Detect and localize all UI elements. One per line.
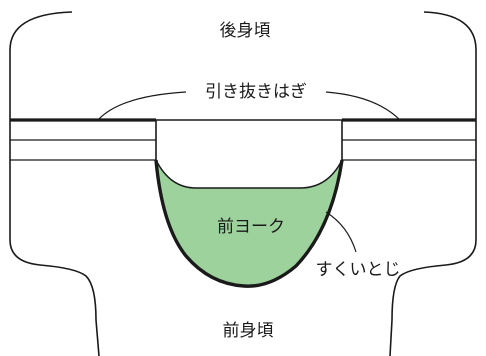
yoke-seam-outline bbox=[154, 159, 344, 288]
bind-off-leader-right bbox=[325, 91, 401, 121]
front-body-piece bbox=[9, 120, 477, 356]
back-body-right-outline bbox=[423, 11, 477, 120]
front-body-label: 前身頃 bbox=[223, 321, 274, 341]
ladder-stitch-leader bbox=[325, 211, 357, 253]
front-body-right-outline bbox=[389, 120, 477, 356]
front-yoke-label: 前ヨーク bbox=[217, 217, 285, 237]
bind-off-seam-label: 引き抜きはぎ bbox=[205, 82, 307, 102]
back-body-piece bbox=[9, 11, 477, 122]
bind-off-leader-left bbox=[97, 91, 187, 121]
front-body-left-outline bbox=[9, 120, 100, 356]
back-body-left-outline bbox=[9, 11, 73, 120]
ladder-stitch-label: すくいとじ bbox=[316, 260, 401, 280]
front-shoulder-bands bbox=[10, 120, 476, 161]
front-yoke-piece bbox=[154, 159, 344, 288]
back-body-label: 後身頃 bbox=[220, 21, 271, 41]
